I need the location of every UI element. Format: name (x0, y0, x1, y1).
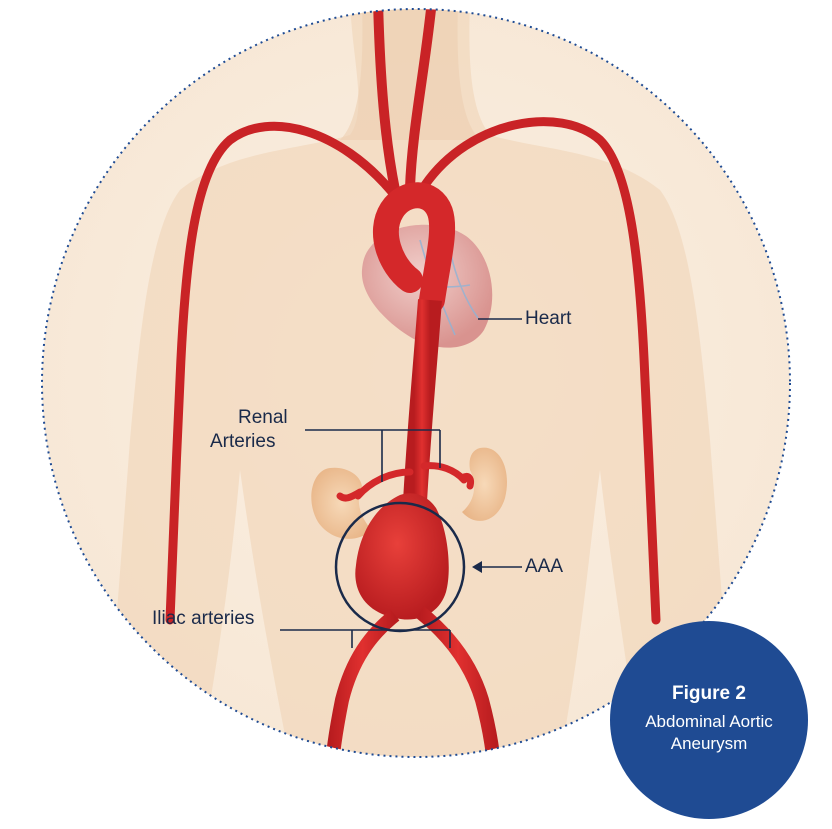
figure-title: Figure 2 (610, 683, 808, 705)
figure-caption-line2: Aneurysm (618, 733, 800, 755)
renal-label-line2: Arteries (210, 431, 275, 453)
aaa-label: AAA (525, 556, 563, 578)
figure-caption-line1: Abdominal Aortic (618, 711, 800, 733)
heart-label: Heart (525, 308, 571, 330)
iliac-label: Iliac arteries (152, 608, 254, 630)
figure-caption: Abdominal Aortic Aneurysm (618, 711, 800, 755)
descending-aorta (414, 300, 430, 520)
figure-badge: Figure 2 Abdominal Aortic Aneurysm (610, 621, 808, 819)
renal-label-line1: Renal (238, 407, 288, 429)
